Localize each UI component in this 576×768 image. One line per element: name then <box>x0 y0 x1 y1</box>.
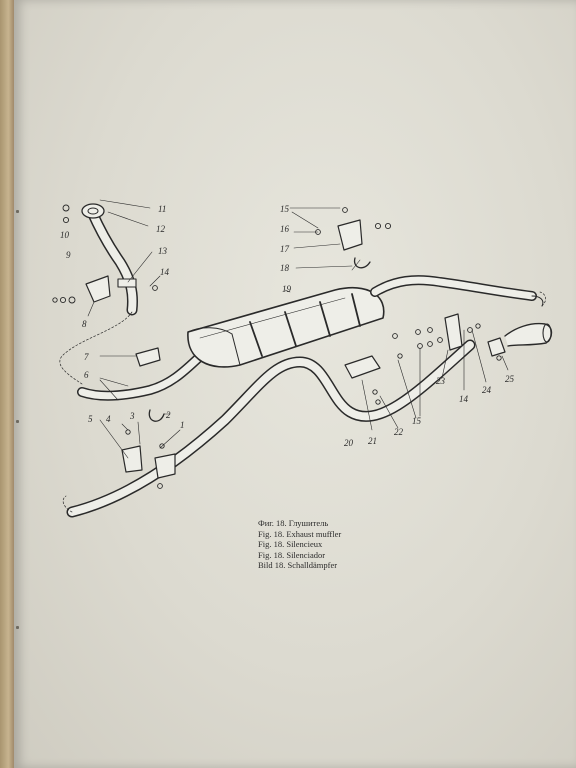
callout-22: 22 <box>394 427 404 437</box>
callout-21: 21 <box>368 436 377 446</box>
callout-1: 1 <box>180 420 185 430</box>
tailpipe-25 <box>504 322 553 347</box>
callout-3: 3 <box>129 411 135 421</box>
callout-4: 4 <box>106 414 111 424</box>
callout-16: 16 <box>280 224 290 234</box>
book-spine <box>0 0 14 768</box>
edge-mark <box>16 420 19 423</box>
callout-24: 24 <box>482 385 492 395</box>
caption-line-en: Fig. 18. Exhaust muffler <box>258 528 342 539</box>
callout-15b: 15 <box>412 416 422 426</box>
edge-mark <box>16 626 19 629</box>
caption-line-es: Fig. 18. Silenciador <box>258 549 326 560</box>
callout-10: 10 <box>60 230 70 240</box>
pipe-20 <box>66 339 476 518</box>
callout-12: 12 <box>156 224 166 234</box>
callout-8: 8 <box>82 319 87 329</box>
callout-13: 13 <box>158 246 168 256</box>
leader-lines <box>87 199 509 459</box>
caption-line-fr: Fig. 18. Silencieux <box>258 539 323 550</box>
callout-25: 25 <box>505 374 515 384</box>
callout-15a: 15 <box>280 204 290 214</box>
callout-14a: 14 <box>160 267 170 277</box>
callout-19: 19 <box>282 284 292 294</box>
hardware <box>52 204 502 489</box>
callout-7: 7 <box>84 352 89 362</box>
callout-20: 20 <box>344 438 354 448</box>
callout-23: 23 <box>436 376 446 386</box>
caption-line-de: Bild 18. Schalldämpfer <box>258 560 338 571</box>
callout-2: 2 <box>166 410 171 420</box>
book-page <box>14 0 576 768</box>
callout-14b: 14 <box>459 394 469 404</box>
rear-pipe <box>370 275 544 307</box>
down-pipe <box>81 203 138 316</box>
figure-caption: Фиг. 18. Глушитель Fig. 18. Exhaust muff… <box>258 518 458 571</box>
brackets <box>85 219 506 479</box>
callout-18: 18 <box>280 263 290 273</box>
callout-numbers: 11 10 12 13 9 14 8 19 15 16 17 18 7 6 5 … <box>60 204 515 448</box>
callout-9: 9 <box>66 250 71 260</box>
caption-line-ru: Фиг. 18. Глушитель <box>258 518 329 528</box>
muffler-19 <box>187 286 385 368</box>
callout-11: 11 <box>158 204 166 214</box>
callout-17: 17 <box>280 244 290 254</box>
edge-mark <box>16 210 19 213</box>
callout-5: 5 <box>88 414 93 424</box>
callout-6: 6 <box>84 370 89 380</box>
